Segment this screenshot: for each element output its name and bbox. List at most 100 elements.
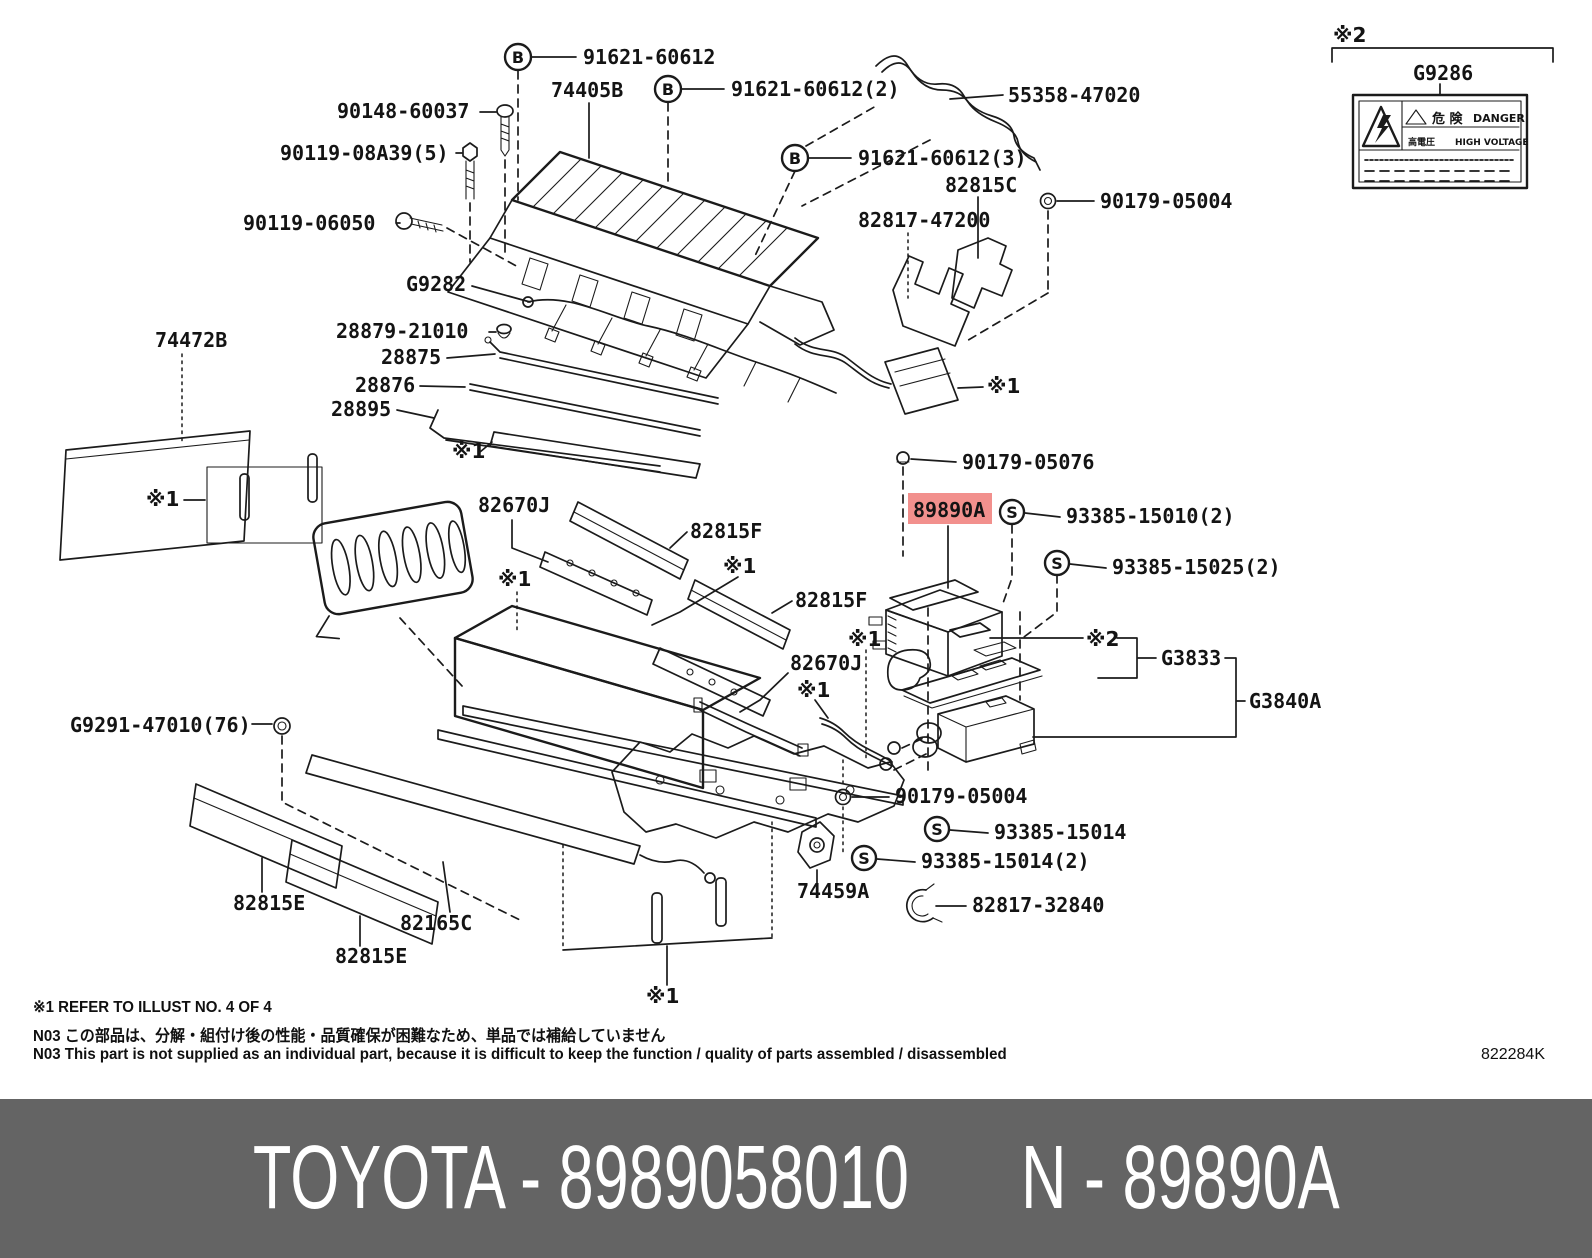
screw-callout-letter: S — [931, 820, 943, 839]
drawing-code: 822284K — [1480, 1046, 1545, 1063]
bolt-callout-icon — [653, 74, 683, 104]
part-label-g3833[interactable]: G3833 — [1161, 646, 1221, 670]
pin-icon — [715, 877, 727, 927]
ref2-marker: ※2 — [1333, 23, 1366, 47]
part-label-g3840a[interactable]: G3840A — [1249, 689, 1321, 713]
connector-actuator-shape — [912, 695, 1037, 763]
voltage-label-jp: 高電圧 — [1408, 136, 1435, 148]
wire-cover-shape — [305, 754, 641, 865]
clamp-icon — [797, 821, 835, 869]
screw-callout-icon — [998, 498, 1026, 526]
part-label-90179-05004-bottom[interactable]: 90179-05004 — [895, 784, 1027, 808]
bolt-callout-letter: B — [662, 80, 674, 99]
part-label-g9286[interactable]: G9286 — [1413, 61, 1473, 85]
screw-callout-icon — [923, 815, 951, 843]
clip-icon — [905, 883, 943, 923]
battery-end-module-shape — [312, 500, 474, 640]
pin-icon — [239, 473, 250, 521]
bracket-wire-shape — [693, 697, 809, 757]
battery-ecu-cluster: 90179-05076 89890A S 93385-15010(2) S 93… — [868, 450, 1281, 773]
part-label-55358-47020[interactable]: 55358-47020 — [1008, 83, 1140, 107]
busbar-cover-shapes: 82670J 82815F ※1 82815F 82670J ※1 — [478, 493, 979, 719]
part-label-82815e-upper[interactable]: 82815E — [233, 891, 305, 915]
footer-bar: TOYOTA - 8989058010 N - 89890A — [0, 1099, 1592, 1258]
part-label-90148-60037[interactable]: 90148-60037 — [337, 99, 469, 123]
bolt-callout-letter: B — [512, 48, 524, 67]
part-label-93385-15025[interactable]: 93385-15025(2) — [1112, 555, 1281, 579]
part-label-90179-05076[interactable]: 90179-05076 — [962, 450, 1094, 474]
grommet-icon — [496, 323, 512, 339]
bolt-icon — [395, 212, 444, 233]
part-highlight-box — [908, 493, 992, 524]
part-label-28895[interactable]: 28895 — [331, 397, 391, 421]
part-label-90179-05004-top[interactable]: 90179-05004 — [1100, 189, 1232, 213]
side-cover-shape — [285, 839, 439, 945]
nut-icon — [1039, 192, 1057, 210]
part-label-91621-60612[interactable]: 91621-60612 — [583, 45, 715, 69]
part-label-82817-32840[interactable]: 82817-32840 — [972, 893, 1104, 917]
part-label-82815e-lower[interactable]: 82815E — [335, 944, 407, 968]
part-label-82815f-lower[interactable]: 82815F — [795, 588, 867, 612]
ref1-marker: ※1 — [498, 567, 531, 591]
screw-icon — [496, 104, 514, 157]
part-label-93385-15014[interactable]: 93385-15014 — [994, 820, 1126, 844]
footer-brand-part-number: TOYOTA - 8989058010 — [252, 1128, 909, 1228]
bolt-icon — [462, 142, 478, 200]
sensor-plate-cluster: ※1 ※2 G3833 G3840A — [693, 622, 1321, 771]
ref1-marker: ※1 — [146, 487, 179, 511]
ref1-marker: ※1 — [646, 984, 679, 1008]
gasket-seal-shape: 55358-47020 — [801, 55, 1140, 207]
ref2-marker: ※2 — [1086, 627, 1119, 651]
part-label-89890a[interactable]: 89890A — [913, 498, 985, 522]
part-label-28876[interactable]: 28876 — [355, 373, 415, 397]
pin-icon — [307, 453, 318, 503]
part-label-91621-60612-3[interactable]: 91621-60612(3) — [858, 146, 1027, 170]
bolt-callout-letter: B — [789, 149, 801, 168]
footnote-refer: ※1 REFER TO ILLUST NO. 4 OF 4 — [33, 999, 272, 1016]
part-label-g9291-47010[interactable]: G9291-47010(76) — [70, 713, 251, 737]
part-label-82817-47200[interactable]: 82817-47200 — [858, 208, 990, 232]
part-label-82670j-lower[interactable]: 82670J — [790, 651, 862, 675]
danger-label-jp: 危 険 — [1432, 111, 1464, 127]
part-label-91621-60612-2[interactable]: 91621-60612(2) — [731, 77, 900, 101]
plate-74472b-shape: 74472B — [59, 328, 251, 561]
battery-stack-shape: ※1 — [453, 567, 762, 790]
service-plug-shape: ※1 — [794, 337, 1020, 415]
screw-callout-letter: S — [1006, 503, 1018, 522]
part-label-82815f-upper[interactable]: 82815F — [690, 519, 762, 543]
wire-harness-shape: G9282 — [406, 272, 837, 403]
part-label-g9282[interactable]: G9282 — [406, 272, 466, 296]
ref1-marker: ※1 — [987, 374, 1020, 398]
danger-label-en: DANGER — [1473, 112, 1525, 125]
footer-part-code: N - 89890A — [1020, 1128, 1340, 1228]
part-label-28879-21010[interactable]: 28879-21010 — [336, 319, 468, 343]
assembly-dash — [399, 617, 463, 687]
part-label-82815c[interactable]: 82815C — [945, 173, 1017, 197]
footnote-jp: N03 この部品は、分解・組付け後の性能・品質確保が困難なため、単品では補給して… — [33, 1028, 666, 1045]
screw-callout-letter: S — [1051, 554, 1063, 573]
part-label-93385-15014-2[interactable]: 93385-15014(2) — [921, 849, 1090, 873]
part-label-74472b[interactable]: 74472B — [155, 328, 227, 352]
part-label-82670j-upper[interactable]: 82670J — [478, 493, 550, 517]
ref1-marker: ※1 — [452, 439, 485, 463]
part-label-90119-08a39[interactable]: 90119-08A39(5) — [280, 141, 449, 165]
high-voltage-icon — [1361, 105, 1401, 148]
hv-warning-label: ※2 G9286 危 険 DANGER 高電圧 HIGH VOLTAGE — [1331, 23, 1554, 190]
carrier-frame-shapes: 82165C 82815E 82815E G9291-47010(76) ※1 — [70, 705, 905, 1008]
part-label-93385-15010[interactable]: 93385-15010(2) — [1066, 504, 1235, 528]
part-label-74405b[interactable]: 74405B — [551, 78, 623, 102]
seal-strip-shape — [489, 431, 701, 479]
part-label-90119-06050[interactable]: 90119-06050 — [243, 211, 375, 235]
part-label-28875[interactable]: 28875 — [381, 345, 441, 369]
side-cover-shape — [189, 783, 343, 889]
part-label-74459a[interactable]: 74459A — [797, 879, 869, 903]
footnote-en: N03 This part is not supplied as an indi… — [33, 1046, 1007, 1063]
top-bracket-shapes: 82815C 82817-47200 90179-05004 — [858, 173, 1232, 347]
parts-diagram: B 91621-60612 74405B B 91621-60612(2) 90… — [59, 23, 1554, 1008]
nut-icon — [273, 717, 291, 735]
cooling-rods-shapes: 28879-21010 28875 28876 28895 ※1 — [331, 319, 719, 479]
pigtail-wire-shape — [819, 717, 929, 771]
voltage-label-en: HIGH VOLTAGE — [1455, 138, 1529, 148]
screw-callout-icon — [850, 844, 878, 872]
bolt-callout-icon — [503, 42, 533, 72]
